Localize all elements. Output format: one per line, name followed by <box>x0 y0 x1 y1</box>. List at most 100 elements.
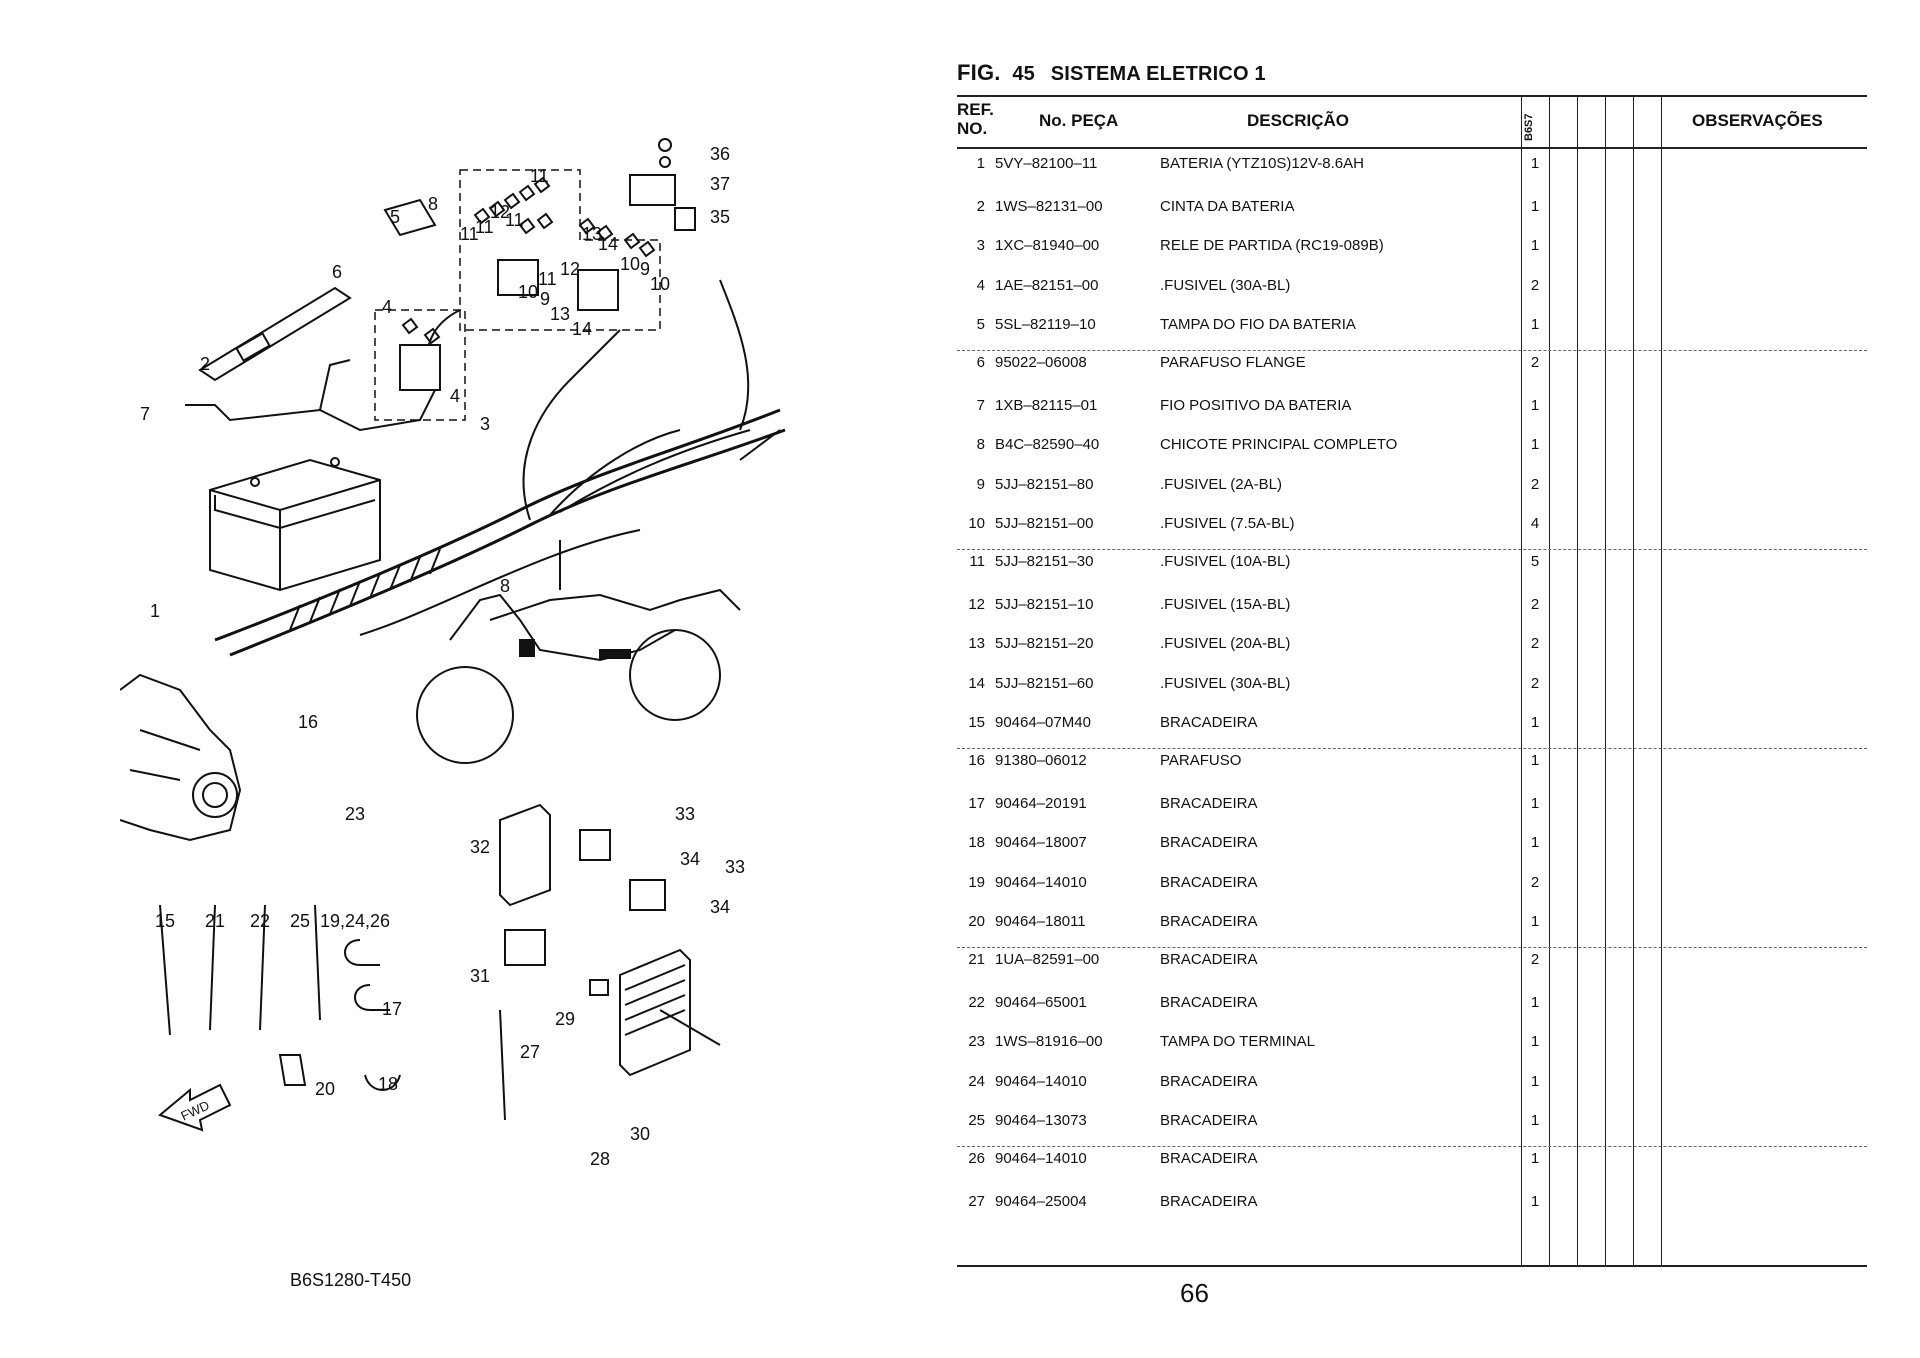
ref-cell: 3 <box>976 237 985 255</box>
quantity-cell: 1 <box>1530 795 1540 813</box>
description-cell: TAMPA DO FIO DA BATERIA <box>1160 315 1356 333</box>
quantity-cell: 2 <box>1530 674 1540 692</box>
callout: 14 <box>598 234 618 254</box>
description-cell: BATERIA (YTZ10S)12V-8.6AH <box>1160 155 1364 172</box>
part-number-cell: 5VY–82100–11 <box>995 155 1098 172</box>
ref-cell: 7 <box>976 397 985 415</box>
part-number-cell: 5JJ–82151–80 <box>995 475 1094 493</box>
quantity-cell: 4 <box>1530 514 1540 532</box>
callout: 7 <box>140 404 150 424</box>
part-number-cell: 90464–14010 <box>995 1072 1087 1090</box>
quantity-cell: 2 <box>1530 596 1540 614</box>
ref-cell: 24 <box>968 1072 985 1090</box>
quantity-cell: 1 <box>1530 1072 1540 1090</box>
callout: 30 <box>630 1124 650 1144</box>
ref-cell: 12 <box>968 596 985 614</box>
battery <box>209 457 381 592</box>
quantity-cell: 1 <box>1530 1111 1540 1129</box>
quantity-cell: 1 <box>1530 237 1540 255</box>
quantity-cell: 1 <box>1530 994 1540 1012</box>
header-ref: REF. NO. <box>957 100 994 138</box>
part-number-cell: 1UA–82591–00 <box>995 951 1100 968</box>
motorcycle-silhouette <box>359 429 781 764</box>
ref-cell: 11 <box>969 553 985 570</box>
description-cell: PARAFUSO FLANGE <box>1160 354 1306 371</box>
part-number-cell: 1XB–82115–01 <box>995 397 1098 415</box>
header-description: DESCRIÇÃO <box>1247 111 1350 130</box>
quantity-cell: 1 <box>1530 155 1540 172</box>
callout: 33 <box>675 804 695 824</box>
quantity-cell: 1 <box>1530 1150 1540 1167</box>
quantity-cell: 1 <box>1530 713 1540 731</box>
group-separator <box>957 947 1867 948</box>
callout: 3 <box>480 414 490 434</box>
ref-cell: 26 <box>968 1150 985 1167</box>
fuse-box-group <box>459 169 661 331</box>
group-separator <box>957 350 1867 351</box>
description-cell: CHICOTE PRINCIPAL COMPLETO <box>1160 436 1398 454</box>
part-number-cell: 5JJ–82151–00 <box>995 514 1094 532</box>
group-separator <box>957 1146 1867 1147</box>
callout: 35 <box>710 207 730 227</box>
part-number-cell: 95022–06008 <box>995 354 1087 371</box>
callout: 2 <box>200 354 210 374</box>
callout: 13 <box>582 224 602 244</box>
column-divider <box>1549 95 1550 1267</box>
part-number-cell: 1WS–81916–00 <box>995 1033 1103 1051</box>
part-number-cell: 90464–07M40 <box>995 713 1091 731</box>
battery-band <box>198 286 352 382</box>
column-divider <box>1633 95 1634 1267</box>
column-divider <box>1661 95 1662 1267</box>
description-cell: BRACADEIRA <box>1160 834 1258 852</box>
description-cell: BRACADEIRA <box>1160 1072 1258 1090</box>
callout: 32 <box>470 837 490 857</box>
callout: 14 <box>572 319 592 339</box>
ref-cell: 18 <box>968 834 985 852</box>
connector-pieces <box>579 829 666 911</box>
part-number-cell: 90464–25004 <box>995 1193 1087 1211</box>
ref-cell: 16 <box>968 752 985 769</box>
callout: 18 <box>378 1074 398 1094</box>
diagram-code: B6S1280-T450 <box>290 1270 412 1290</box>
relay-assembly <box>629 138 696 231</box>
description-cell: BRACADEIRA <box>1160 1150 1258 1167</box>
quantity-cell: 1 <box>1530 752 1540 769</box>
callout: 22 <box>250 911 270 931</box>
description-cell: FIO POSITIVO DA BATERIA <box>1160 397 1352 415</box>
quantity-cell: 1 <box>1530 1193 1540 1211</box>
column-divider <box>1577 95 1578 1267</box>
ref-cell: 14 <box>968 674 985 692</box>
callout: 11 <box>460 224 479 244</box>
callout: 10 <box>620 254 640 274</box>
callout: 36 <box>710 144 730 164</box>
callout: 16 <box>298 712 318 732</box>
engine-frame <box>119 673 242 842</box>
battery-cable <box>185 359 441 432</box>
quantity-cell: 1 <box>1530 912 1540 930</box>
callout: 11 <box>475 217 494 237</box>
callout: 5 <box>390 207 400 227</box>
figure-name: SISTEMA ELETRICO 1 <box>1050 63 1266 85</box>
quantity-cell: 2 <box>1530 354 1540 371</box>
diagram-svg: FWD 1 2 3 4 4 5 6 7 8 8 9 9 10 10 10 11 … <box>119 138 786 1169</box>
ref-cell: 13 <box>968 635 985 653</box>
ref-cell: 17 <box>968 795 985 813</box>
callout: 11 <box>538 269 557 289</box>
table-bottom-rule <box>957 1265 1867 1267</box>
regulator-rectifier <box>589 948 721 1077</box>
quantity-cell: 1 <box>1530 198 1540 216</box>
callout: 20 <box>315 1079 335 1099</box>
quantity-cell: 1 <box>1530 1033 1540 1051</box>
